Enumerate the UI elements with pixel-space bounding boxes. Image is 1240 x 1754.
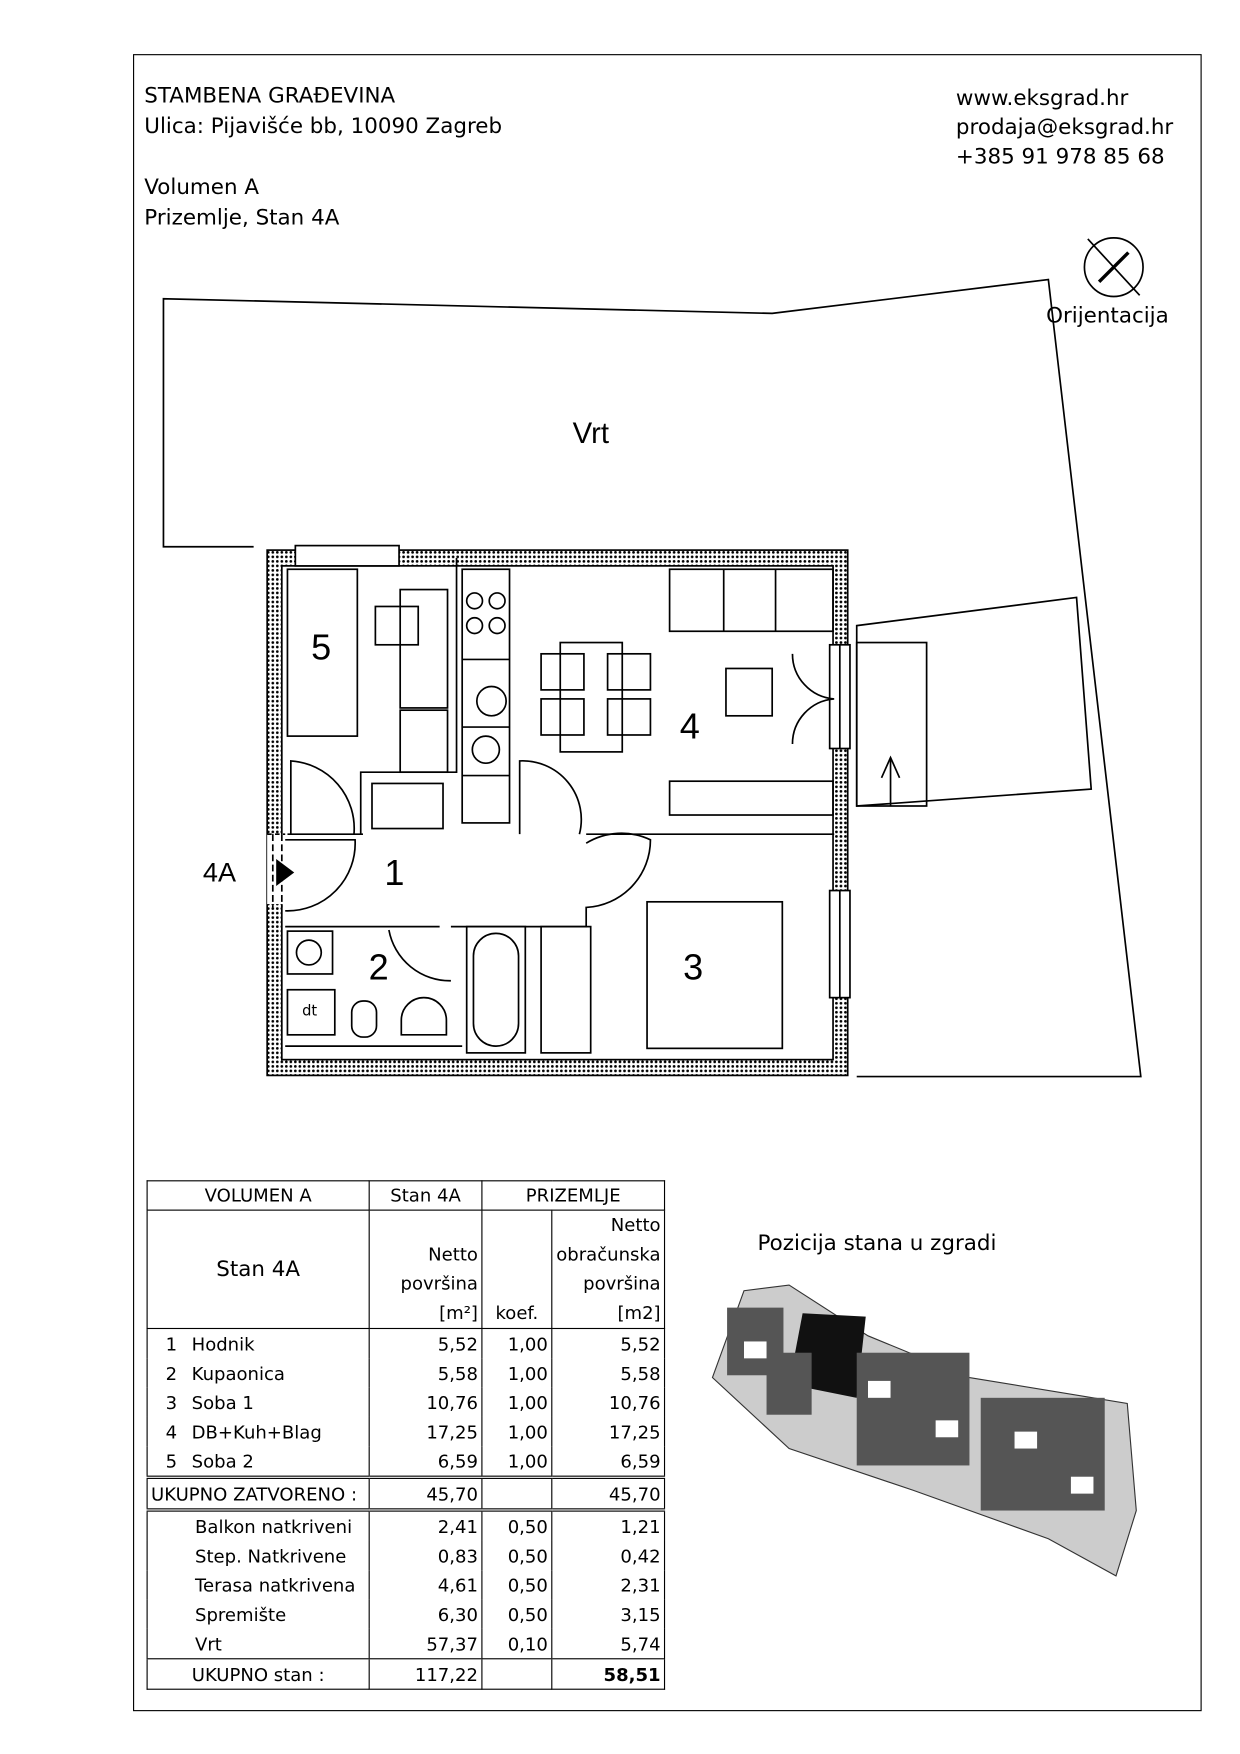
closed-total-row: UKUPNO ZATVORENO : 45,70 45,70	[146, 1475, 666, 1512]
entrance-label: 4A	[202, 857, 237, 889]
room-label-1: 1	[384, 852, 405, 893]
room-label-5: 5	[311, 626, 332, 668]
compass-icon	[1083, 237, 1144, 298]
grand-total-row: UKUPNO stan : 117,22 58,51	[146, 1658, 666, 1690]
email-link[interactable]: prodaja@eksgrad.hr	[955, 114, 1174, 140]
website-link[interactable]: www.eksgrad.hr	[955, 85, 1129, 111]
area-table: VOLUMEN A Stan 4A PRIZEMLJE Stan 4A Nett…	[146, 1180, 666, 1690]
building-address: Ulica: Pijavišće bb, 10090 Zagreb	[144, 113, 503, 139]
building-title: STAMBENA GRAĐEVINA	[144, 83, 396, 109]
position-title: Pozicija stana u zgradi	[757, 1230, 997, 1256]
terrace	[855, 596, 1093, 807]
orientation-label: Orijentacija	[1046, 303, 1169, 329]
dryer-label: dt	[302, 1003, 318, 1021]
entrance-arrow-icon	[276, 858, 295, 887]
site-position-plan	[711, 1284, 1137, 1577]
garden-label: Vrt	[572, 415, 610, 450]
unit-label: Prizemlje, Stan 4A	[144, 205, 340, 230]
volume-label: Volumen A	[144, 174, 259, 200]
table-header-row: VOLUMEN A Stan 4A PRIZEMLJE	[146, 1180, 666, 1211]
phone-number: +385 91 978 85 68	[955, 144, 1165, 170]
table-row: Balkon natkriveni 2,41 0,50 1,21	[146, 1509, 666, 1541]
room-label-2: 2	[368, 946, 389, 988]
sheet-border	[133, 54, 1202, 1712]
room-label-3: 3	[683, 946, 704, 988]
garden-outline	[162, 278, 1142, 1078]
table-row: Terasa natkrivena 4,61 0,50 2,31	[146, 1570, 666, 1600]
table-row: Step. Natkrivene 0,83 0,50 0,42	[146, 1540, 666, 1571]
table-column-headers: Stan 4A Netto površina[m²] koef. Netto o…	[146, 1209, 666, 1330]
table-row: Spremište 6,30 0,50 3,15	[146, 1599, 666, 1629]
room-label-4: 4	[679, 705, 700, 747]
table-row: Vrt 57,37 0,10 5,74	[146, 1628, 666, 1659]
